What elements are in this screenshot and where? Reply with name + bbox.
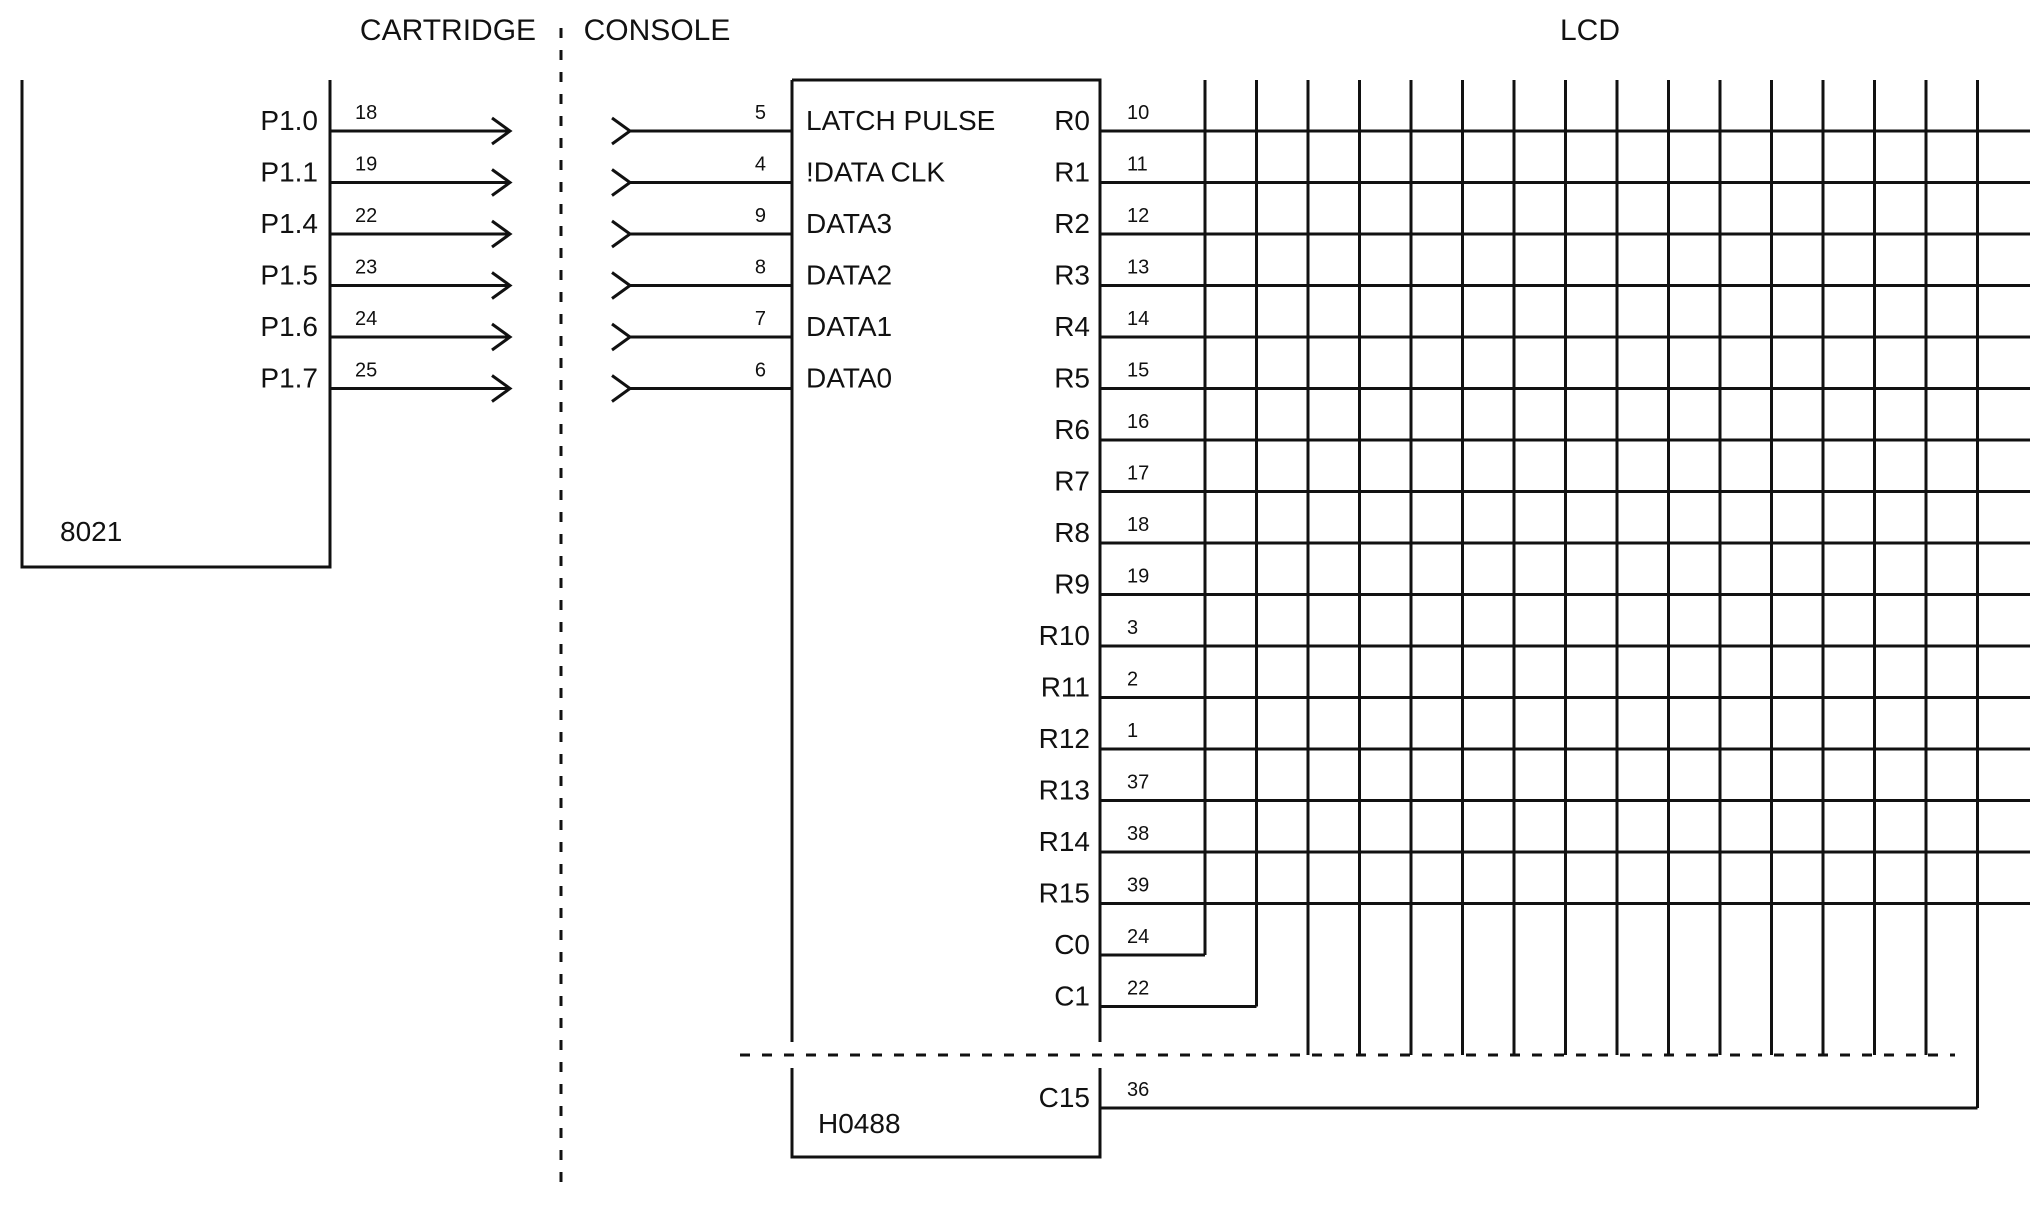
pin-label-row: R6 <box>1054 414 1090 445</box>
arrow-out-icon <box>491 116 513 146</box>
pin-label-8021: P1.5 <box>260 260 318 291</box>
pin-label-row: R12 <box>1039 723 1090 754</box>
pin-number-8021: 18 <box>355 102 377 124</box>
pin-number-row: 38 <box>1127 823 1149 845</box>
pin-number-row: 18 <box>1127 514 1149 536</box>
pin-label-h0488-in: DATA2 <box>806 260 892 291</box>
pin-number-row: 14 <box>1127 308 1149 330</box>
pin-label-row: R5 <box>1054 363 1090 394</box>
pin-number-h0488-in: 7 <box>755 308 766 330</box>
pin-label-row: R4 <box>1054 311 1090 342</box>
pin-number-row: 1 <box>1127 720 1138 742</box>
pin-number-row: 17 <box>1127 463 1149 485</box>
section-lcd: LCD <box>1560 14 1620 47</box>
pin-number-8021: 23 <box>355 257 377 279</box>
pin-label-row: R7 <box>1054 466 1090 497</box>
pin-number-row: 10 <box>1127 102 1149 124</box>
pin-label-row: R1 <box>1054 157 1090 188</box>
pin-number-row: 19 <box>1127 566 1149 588</box>
pin-label-8021: P1.7 <box>260 363 318 394</box>
arrow-out-icon <box>491 168 513 197</box>
pin-number-row: 16 <box>1127 411 1149 433</box>
pin-label-row: R10 <box>1039 620 1090 651</box>
pin-number-row: 37 <box>1127 772 1149 794</box>
pin-number-h0488-in: 9 <box>755 205 766 227</box>
pin-number-row: 11 <box>1127 154 1148 176</box>
chip-h0488-inputs: 5 LATCH PULSE 4 !DATA CLK 9 DATA3 8 DATA2 7 DATA1… <box>611 102 995 403</box>
arrow-out-icon <box>491 271 513 300</box>
pin-label-h0488-in: LATCH PULSE <box>806 105 995 136</box>
pin-label-column-last: C15 <box>1039 1082 1090 1113</box>
pin-label-row: R8 <box>1054 517 1090 548</box>
arrow-in-icon <box>611 374 633 403</box>
section-cartridge: CARTRIDGE <box>360 14 536 47</box>
pin-label-row: R13 <box>1039 775 1090 806</box>
pin-number-h0488-in: 5 <box>755 102 766 124</box>
pin-label-h0488-in: DATA3 <box>806 208 892 239</box>
arrow-out-icon <box>491 322 513 352</box>
pin-number-8021: 24 <box>355 308 377 330</box>
arrow-in-icon <box>611 116 633 146</box>
pin-number-8021: 25 <box>355 360 377 382</box>
pin-label-h0488-in: DATA0 <box>806 363 892 394</box>
pin-label-8021: P1.0 <box>260 105 318 136</box>
pin-number-row: 3 <box>1127 617 1138 639</box>
arrow-in-icon <box>611 219 633 249</box>
pin-number-row: 39 <box>1127 875 1149 897</box>
pin-label-8021: P1.6 <box>260 311 318 342</box>
pin-number-row: 12 <box>1127 205 1149 227</box>
lcd-column-lines <box>1203 80 1979 1108</box>
pin-label-row: R0 <box>1054 105 1090 136</box>
section-console: CONSOLE <box>584 14 731 47</box>
arrow-in-icon <box>611 168 633 197</box>
pin-number-row: 15 <box>1127 360 1149 382</box>
pin-label-row: R14 <box>1039 826 1090 857</box>
pin-label-h0488-in: DATA1 <box>806 311 892 342</box>
pin-number-column-last: 36 <box>1127 1079 1149 1101</box>
pin-number-8021: 22 <box>355 205 377 227</box>
pin-number-row: 2 <box>1127 669 1138 691</box>
pin-label-row: R3 <box>1054 260 1090 291</box>
arrow-out-icon <box>491 374 513 403</box>
pin-number-row: 13 <box>1127 257 1149 279</box>
pin-label-row: R11 <box>1041 672 1090 703</box>
pin-label-column: C1 <box>1054 981 1090 1012</box>
pin-number-h0488-in: 8 <box>755 257 766 279</box>
pin-label-row: R9 <box>1054 569 1090 600</box>
pin-label-8021: P1.4 <box>260 208 318 239</box>
pin-number-column: 22 <box>1127 978 1149 1000</box>
pin-label-row: R2 <box>1054 208 1090 239</box>
arrow-out-icon <box>491 219 513 249</box>
arrow-in-icon <box>611 322 633 352</box>
pin-label-row: R15 <box>1039 878 1090 909</box>
pin-number-column: 24 <box>1127 926 1149 948</box>
pin-number-h0488-in: 6 <box>755 360 766 382</box>
pin-label-h0488-in: !DATA CLK <box>806 157 945 188</box>
pin-label-column: C0 <box>1054 929 1090 960</box>
chip-h0488-body-lower <box>790 1068 1102 1159</box>
arrow-in-icon <box>611 271 633 300</box>
chip-8021-name: 8021 <box>60 516 122 547</box>
chip-8021-body <box>20 80 332 569</box>
pin-number-h0488-in: 4 <box>755 154 766 176</box>
pin-number-8021: 19 <box>355 154 377 176</box>
pin-label-8021: P1.1 <box>260 157 318 188</box>
chip-h0488-body-upper <box>792 78 1102 1042</box>
chip-h0488-name: H0488 <box>818 1108 901 1139</box>
